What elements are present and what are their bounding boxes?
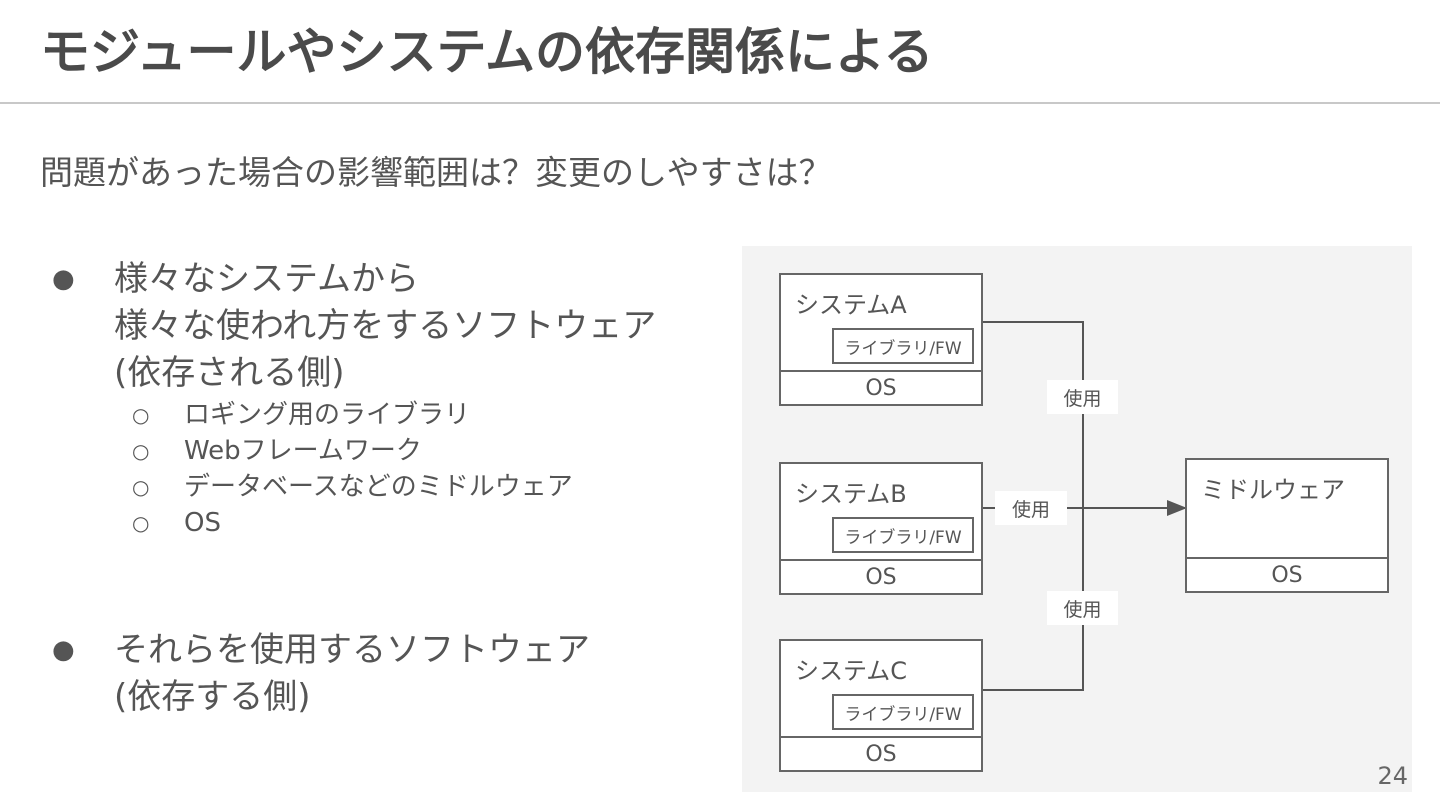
bullet-dot-icon: ● (52, 635, 75, 665)
system-c-box: システムC ライブラリ/FW OS (779, 639, 983, 772)
middleware-os: OS (1187, 557, 1387, 591)
middleware-box: ミドルウェア OS (1185, 458, 1389, 593)
sub-bullet-text: データベースなどのミドルウェア (184, 472, 573, 502)
sub-bullet-circle-icon: ○ (132, 439, 150, 463)
system-a-box: システムA ライブラリ/FW OS (779, 273, 983, 406)
system-c-name: システムC (795, 657, 908, 685)
dependency-diagram: システムA ライブラリ/FW OS システムB ライブラリ/FW OS システム… (742, 246, 1412, 792)
uses-label: 使用 (1047, 380, 1118, 414)
bullet-item: ● それらを使用するソフトウェア (依存する側) (50, 627, 730, 721)
bullet-line: それらを使用するソフトウェア (114, 630, 590, 670)
system-b-library: ライブラリ/FW (832, 517, 974, 553)
sub-bullet-circle-icon: ○ (132, 403, 150, 427)
sub-bullet-item: ○ データベースなどのミドルウェア (50, 469, 730, 505)
system-b-name: システムB (795, 480, 907, 508)
bullet-dot-icon: ● (52, 264, 75, 294)
sub-bullet-circle-icon: ○ (132, 511, 150, 535)
bullet-line: (依存する側) (114, 677, 311, 717)
system-a-name: システムA (795, 291, 907, 319)
sub-bullet-item: ○ Webフレームワーク (50, 433, 730, 469)
bullet-line: 様々な使われ方をするソフトウェア (114, 306, 657, 346)
system-a-os: OS (781, 370, 981, 404)
sub-bullet-item: ○ ロギング用のライブラリ (50, 397, 730, 433)
sub-bullet-text: Webフレームワーク (184, 436, 422, 466)
slide-title: モジュールやシステムの依存関係による (40, 23, 934, 81)
slide-subtitle: 問題があった場合の影響範囲は？変更のしやすさは？ (40, 153, 832, 192)
connector-system-c (981, 508, 1084, 691)
connector-system-a (981, 321, 1084, 508)
bullet-list: ● 様々なシステムから 様々な使われ方をするソフトウェア (依存される側) ○ … (50, 256, 730, 721)
sub-bullet-circle-icon: ○ (132, 475, 150, 499)
sub-bullet-item: ○ OS (50, 505, 730, 541)
title-divider (0, 102, 1440, 104)
uses-label: 使用 (1047, 591, 1118, 625)
page-number: 24 (1377, 762, 1408, 790)
bullet-item: ● 様々なシステムから 様々な使われ方をするソフトウェア (依存される側) (50, 256, 730, 397)
sub-bullet-text: ロギング用のライブラリ (184, 400, 471, 430)
system-b-os: OS (781, 559, 981, 593)
system-a-library: ライブラリ/FW (832, 328, 974, 364)
middleware-name: ミドルウェア (1201, 476, 1345, 504)
system-c-os: OS (781, 736, 981, 770)
bullet-line: (依存される側) (114, 353, 345, 393)
bullet-line: 様々なシステムから (114, 259, 419, 299)
system-b-box: システムB ライブラリ/FW OS (779, 462, 983, 595)
uses-label: 使用 (995, 491, 1067, 525)
sub-bullet-text: OS (184, 508, 221, 538)
system-c-library: ライブラリ/FW (832, 694, 974, 730)
